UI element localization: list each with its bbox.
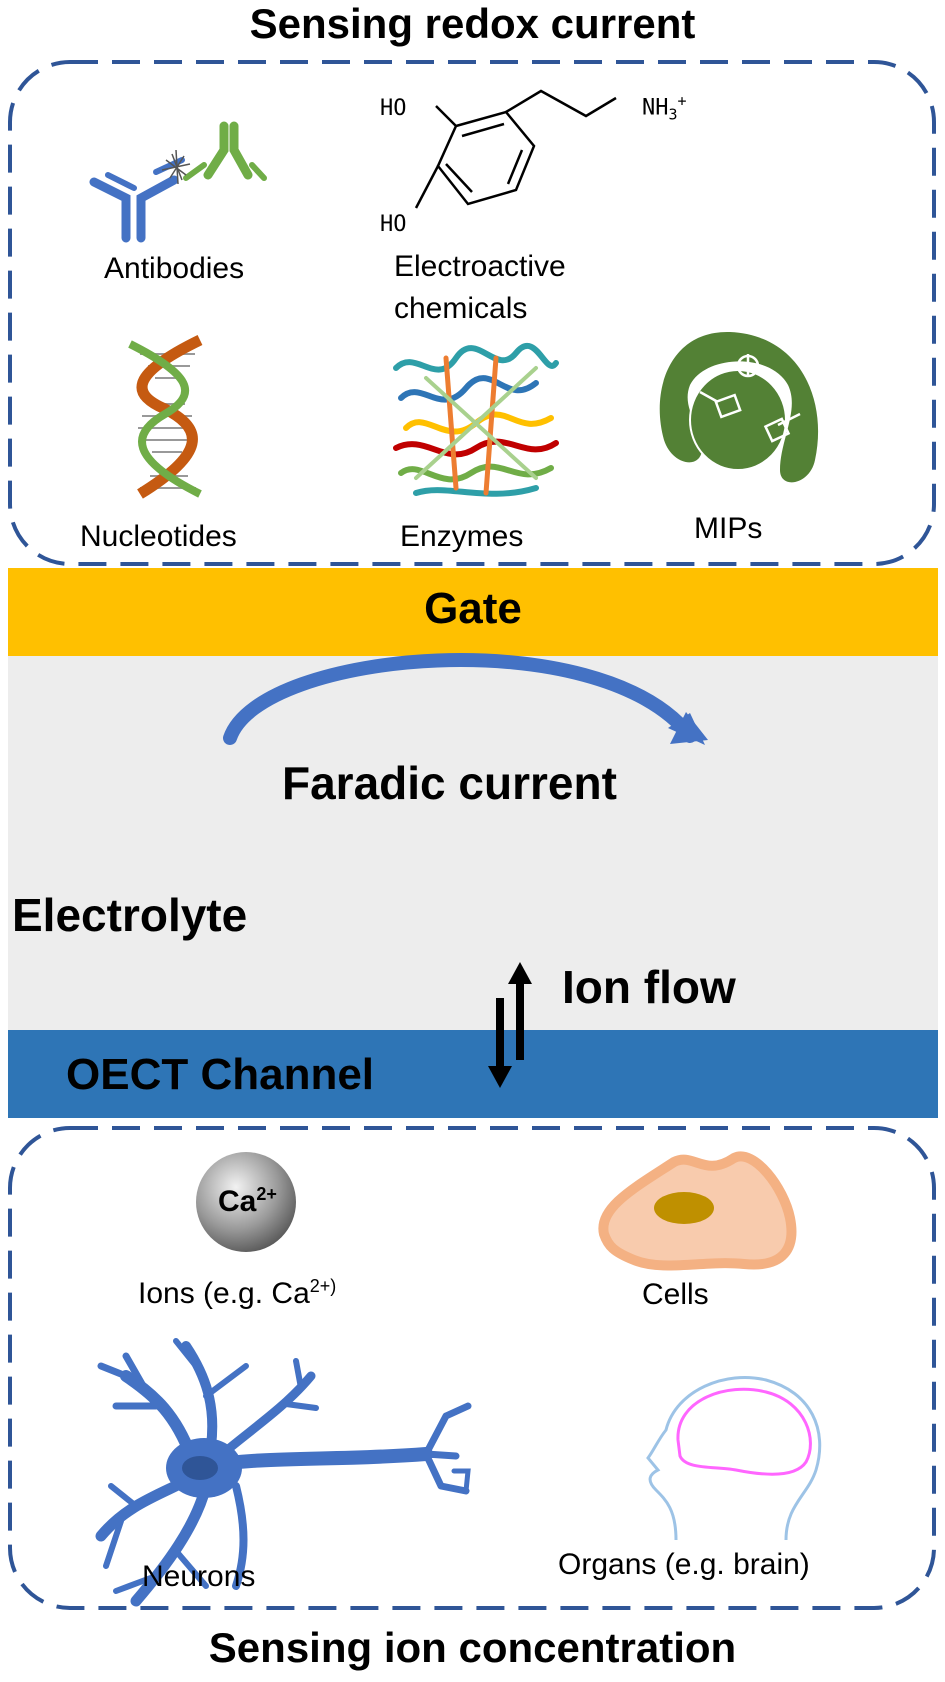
- gate-layer: Gate: [8, 568, 938, 656]
- oect-channel-label: OECT Channel: [66, 1050, 375, 1099]
- enzymes-label: Enzymes: [400, 520, 524, 553]
- bottom-dashed-box: [8, 1126, 936, 1610]
- brain-head-icon: [646, 1375, 822, 1541]
- mip-icon: [659, 331, 819, 483]
- neuron-icon: [95, 1338, 472, 1607]
- dna-helix-icon: [128, 335, 203, 499]
- molecule-ho-bottom: HO: [380, 212, 407, 237]
- organs-label: Organs (e.g. brain): [558, 1548, 810, 1581]
- electrolyte-layer: [8, 656, 938, 1030]
- ions-label: Ions (e.g. Ca2+): [138, 1276, 337, 1310]
- cell-icon: [598, 1151, 797, 1271]
- mips-label: MIPs: [694, 512, 763, 545]
- molecule-ho-top: HO: [380, 96, 407, 121]
- faradic-current-arrow: [223, 653, 708, 745]
- molecule-amine: NH3+: [642, 92, 687, 124]
- ion-flow-arrows-icon: [488, 962, 532, 1088]
- electroactive-label: Electroactive chemicals: [394, 250, 566, 325]
- enzyme-protein-icon: [393, 342, 559, 497]
- ion-flow-label: Ion flow: [562, 961, 736, 1013]
- electrolyte-label: Electrolyte: [12, 889, 248, 941]
- bottom-title: Sensing ion concentration: [208, 1624, 737, 1671]
- antibodies-label: Antibodies: [104, 252, 245, 285]
- oect-channel-layer: OECT Channel: [8, 1030, 938, 1118]
- calcium-badge-label: Ca2+: [218, 1184, 277, 1218]
- gate-label: Gate: [424, 584, 522, 633]
- cells-label: Cells: [642, 1278, 709, 1311]
- neurons-label: Neurons: [142, 1560, 256, 1593]
- calcium-ion-sphere-icon: [196, 1152, 296, 1252]
- top-dashed-box: [8, 60, 936, 566]
- dopamine-structure-icon: [414, 89, 617, 209]
- faradic-current-label: Faradic current: [282, 757, 617, 809]
- antibodies-icon: [89, 121, 267, 243]
- top-title: Sensing redox current: [249, 0, 696, 47]
- nucleotides-label: Nucleotides: [80, 520, 237, 553]
